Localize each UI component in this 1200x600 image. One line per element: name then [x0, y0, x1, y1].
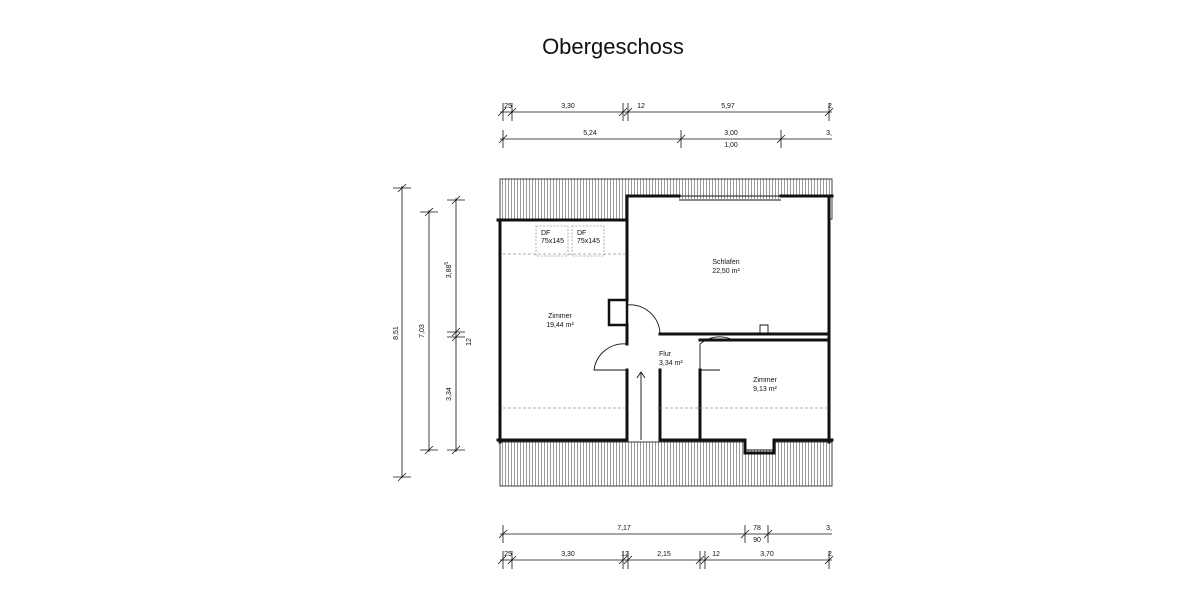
dim-label: 12 [637, 103, 645, 110]
roof-window-label: DF [577, 230, 586, 237]
bottom-dimension-row-2: 25 3,30 12 2,15 12 3,70 2 [497, 551, 834, 569]
dim-label: 8,51 [393, 326, 400, 340]
roof-window-2: DF 75x145 [571, 225, 605, 257]
room-name: Schlafen [712, 259, 739, 266]
room-zimmer-right: Zimmer 9,13 m² [753, 377, 777, 393]
dim-label: 3,88 [446, 264, 453, 278]
room-area: 19,44 m² [546, 322, 574, 329]
room-schlafen: Schlafen 22,50 m² [712, 259, 740, 275]
roof-hatch-bottom [499, 441, 833, 487]
dim-label: 7,03 [419, 324, 426, 338]
room-name: Zimmer [753, 377, 777, 384]
dim-label: 12 [712, 551, 720, 558]
dim-label-superscript: 5 [444, 262, 450, 265]
dim-label: 3,885 [444, 262, 453, 279]
dim-label: 7,17 [617, 525, 631, 532]
walls [496, 194, 834, 455]
dim-label: 12 [621, 551, 629, 558]
left-dimension-columns: 8,51 7,03 3,885 3,34 12 [393, 183, 473, 482]
dim-label: 3,70 [760, 551, 774, 558]
room-area: 22,50 m² [712, 268, 740, 275]
bottom-dimension-row-1: 7,17 78 3, 90 [498, 525, 832, 544]
dim-label: 3,00 [724, 130, 738, 137]
interior-fill [503, 196, 829, 450]
dim-label: 2 [828, 103, 832, 110]
roof-window-size: 75x145 [541, 238, 564, 245]
door-swings [593, 304, 734, 371]
dim-label: 3, [826, 525, 832, 532]
plan-title: Obergeschoss [542, 34, 684, 59]
roof-window-label: DF [541, 230, 550, 237]
dim-label: 3, [826, 130, 832, 137]
room-zimmer-left: Zimmer 19,44 m² [546, 313, 574, 329]
dim-label: 2 [828, 551, 832, 558]
room-flur: Flur 3,34 m² [659, 351, 683, 367]
chimney [607, 298, 629, 327]
dim-label: 3,30 [561, 551, 575, 558]
top-dimension-row-2: 5,24 3,00 3, 1,00 [498, 130, 832, 149]
room-name: Flur [659, 351, 672, 358]
room-name: Zimmer [548, 313, 572, 320]
dim-label: 25 [504, 551, 512, 558]
roof-window-1: DF 75x145 [535, 225, 569, 257]
dim-label: 2,15 [657, 551, 671, 558]
dim-label: 1,00 [724, 142, 738, 149]
room-area: 3,34 m² [659, 360, 683, 367]
top-dimension-row-1: 25 3,30 12 5,97 2 [497, 103, 834, 121]
dim-label: 5,24 [583, 130, 597, 137]
dim-label: 3,34 [446, 387, 453, 401]
dim-label: 25 [504, 103, 512, 110]
sloped-ceiling-lines [503, 253, 829, 409]
dim-label: 90 [753, 537, 761, 544]
dim-label: 78 [753, 525, 761, 532]
dim-label: 12 [466, 338, 473, 346]
room-area: 9,13 m² [753, 386, 777, 393]
dim-label: 5,97 [721, 103, 735, 110]
dim-label: 3,30 [561, 103, 575, 110]
roof-window-size: 75x145 [577, 238, 600, 245]
